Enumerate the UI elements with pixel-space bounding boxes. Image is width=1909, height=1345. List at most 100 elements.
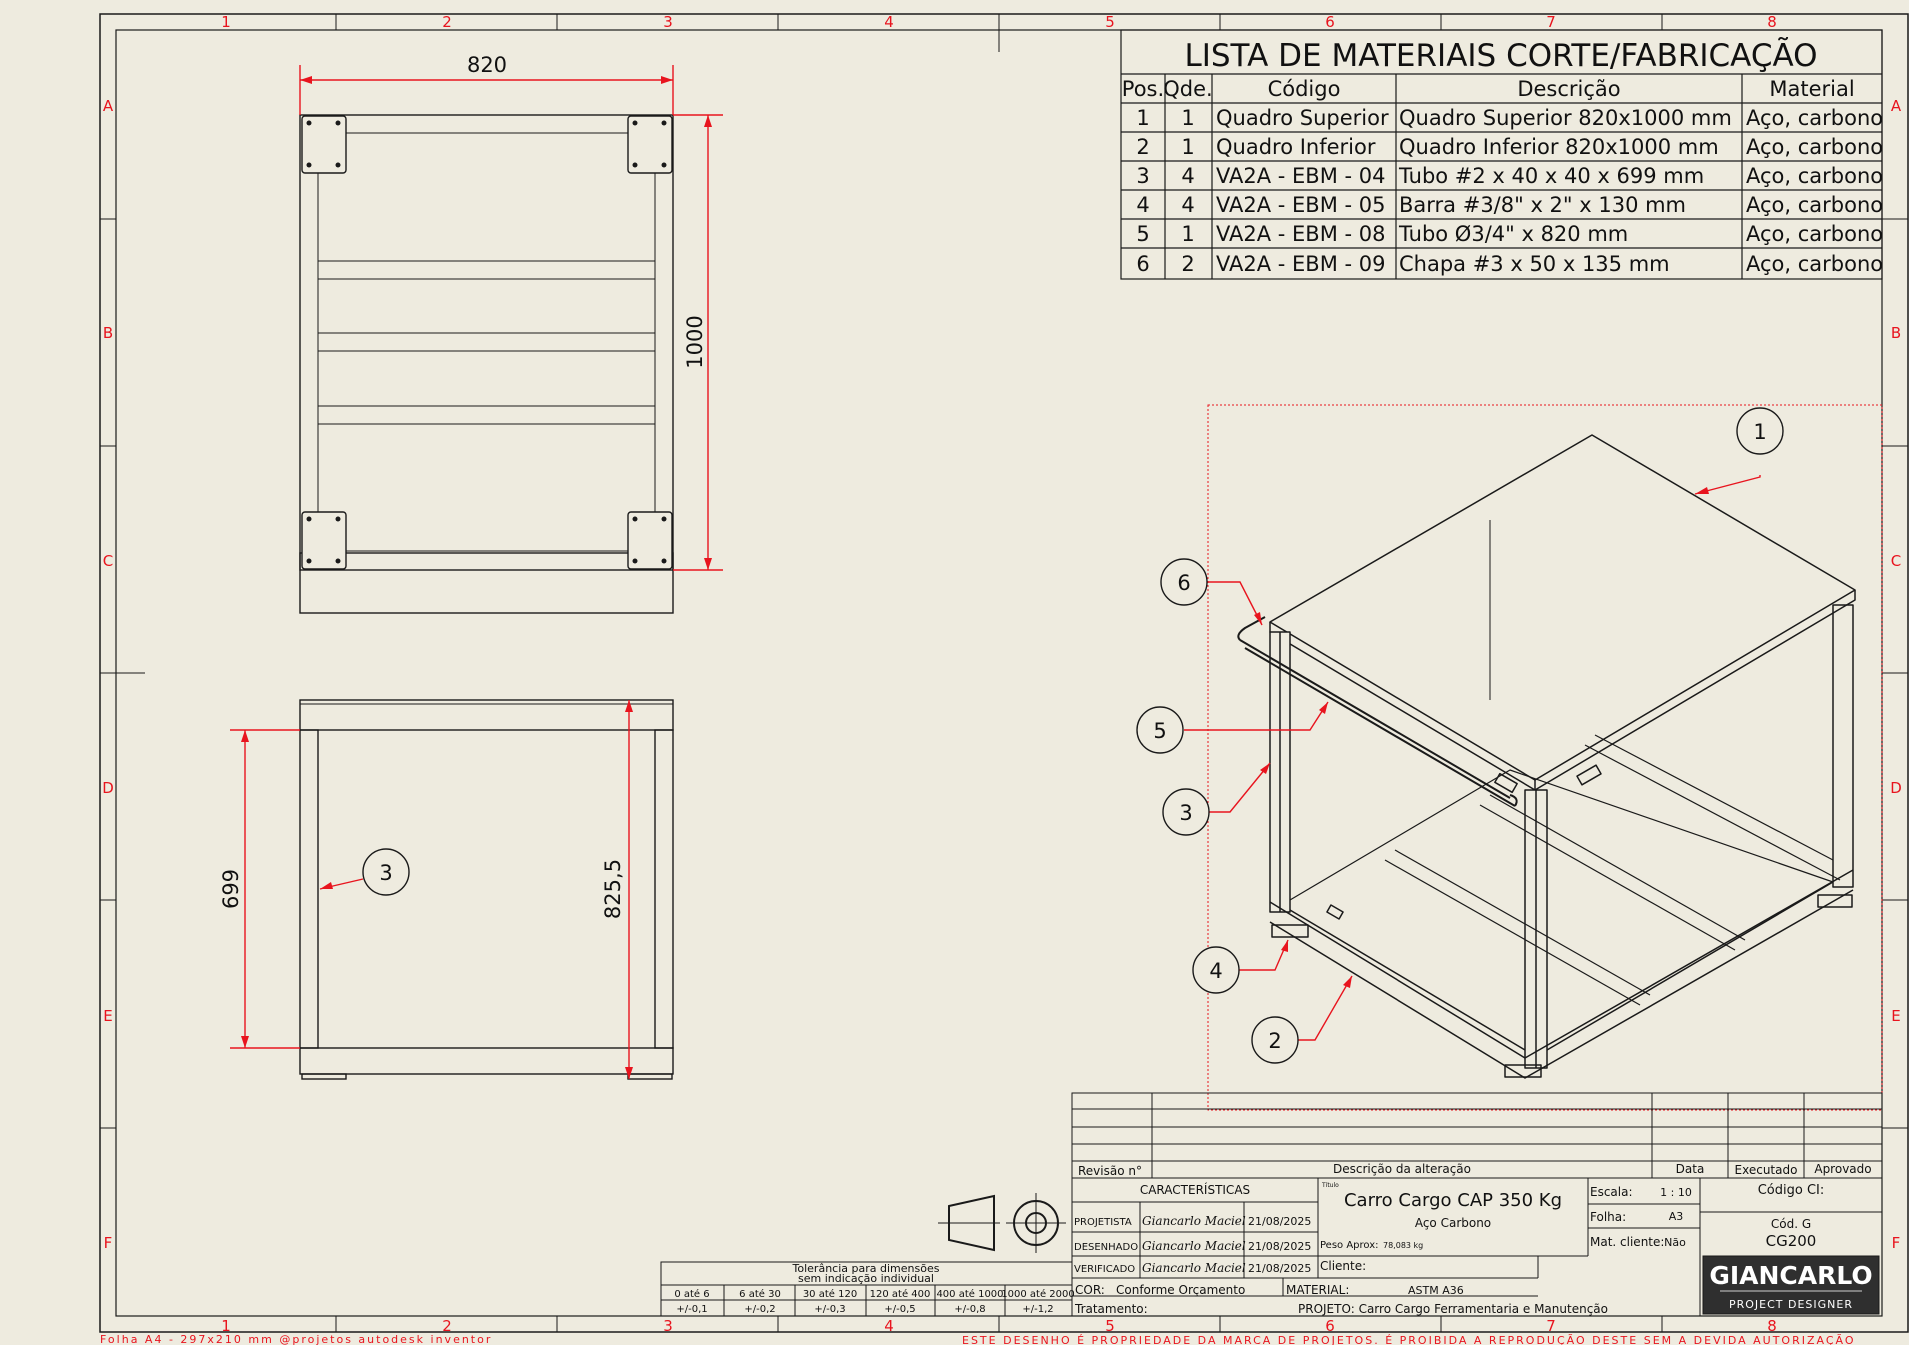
bom-cell: Quadro Superior: [1216, 106, 1389, 130]
col-label-top: 6: [1325, 13, 1335, 31]
row-label-right: D: [1890, 779, 1902, 797]
svg-text:6: 6: [1177, 571, 1190, 595]
drawing-title: Carro Cargo CAP 350 Kg: [1344, 1190, 1562, 1211]
bom-header-desc: Descrição: [1517, 77, 1620, 101]
iso-view-boundary: [1207, 404, 1883, 1111]
col-label-bottom: 5: [1105, 1317, 1115, 1335]
bom-cell: 4: [1136, 193, 1149, 217]
revision-appr-label: Aprovado: [1814, 1162, 1871, 1176]
mat-cliente-label: Mat. cliente:: [1590, 1235, 1664, 1249]
bom-cell: Chapa #3 x 50 x 135 mm: [1399, 252, 1670, 276]
iso-balloons: 1 6 5 3 4 2: [1136, 407, 1784, 1064]
tolerance-title-2: sem indicação individual: [798, 1272, 934, 1285]
logo-sub-text: PROJECT DESIGNER: [1729, 1298, 1853, 1311]
tolerance-range: 6 até 30: [739, 1288, 781, 1300]
bom-cell: Quadro Superior 820x1000 mm: [1399, 106, 1732, 130]
bom-header-material: Material: [1769, 77, 1854, 101]
front-view-dimensions: [230, 700, 633, 1079]
folha-value: A3: [1669, 1210, 1684, 1223]
row-label-right: E: [1891, 1007, 1900, 1025]
tolerance-range: 400 até 1000: [936, 1288, 1003, 1300]
cod-g-label: Cód. G: [1771, 1217, 1811, 1231]
bom-cell: Barra #3/8" x 2" x 130 mm: [1399, 193, 1686, 217]
balloon-6: 6: [1160, 558, 1208, 606]
front-view: [299, 699, 674, 1080]
tolerance-value: +/-1,2: [1022, 1304, 1053, 1315]
verificado-label: VERIFICADO: [1074, 1264, 1135, 1275]
peso-value: 78,083 kg: [1383, 1241, 1423, 1250]
cliente-label: Cliente:: [1320, 1259, 1366, 1273]
desenhado-date: 21/08/2025: [1248, 1240, 1311, 1253]
material-value: ASTM A36: [1408, 1284, 1464, 1297]
col-label-bottom: 3: [663, 1317, 673, 1335]
projeto-label: PROJETO: Carro Cargo Ferramentaria e Man…: [1298, 1302, 1608, 1316]
mat-cliente-value: Não: [1664, 1236, 1686, 1249]
bom-title: LISTA DE MATERIAIS CORTE/FABRICAÇÃO: [1184, 38, 1817, 74]
balloon-3: 3: [1162, 788, 1210, 836]
bom-cell: VA2A - EBM - 04: [1216, 164, 1386, 188]
codigo-ci-label: Código CI:: [1758, 1183, 1825, 1198]
bom-cell: 2: [1136, 135, 1149, 159]
col-label-top: 7: [1546, 13, 1556, 31]
verificado-signature: Giancarlo Maciel: [1142, 1261, 1246, 1275]
footer-left-note: Folha A4 - 297x210 mm @projetos autodesk…: [100, 1333, 492, 1345]
bom-cell: VA2A - EBM - 08: [1216, 222, 1386, 246]
escala-label: Escala:: [1590, 1185, 1633, 1199]
tolerance-value: +/-0,8: [954, 1304, 985, 1315]
col-label-top: 2: [442, 13, 452, 31]
top-view-dimensions: [299, 65, 723, 571]
footer-right-note: ESTE DESENHO É PROPRIEDADE DA MARCA DE P…: [962, 1334, 1856, 1345]
col-label-bottom: 6: [1325, 1317, 1335, 1335]
tolerance-range: 30 até 120: [803, 1288, 857, 1300]
bom-header-pos: Pos.: [1122, 77, 1164, 101]
row-label-right: F: [1892, 1234, 1901, 1252]
col-label-bottom: 4: [884, 1317, 894, 1335]
row-label-left: B: [103, 324, 113, 342]
tolerance-value: +/-0,5: [884, 1304, 915, 1315]
top-view-bolt-holes: [306, 120, 667, 564]
title-block: CARACTERÍSTICAS PROJETISTA DESENHADO VER…: [1071, 1177, 1883, 1317]
row-label-right: C: [1891, 552, 1901, 570]
drawing-subtitle: Aço Carbono: [1415, 1216, 1491, 1230]
cod-g-value: CG200: [1766, 1232, 1817, 1250]
row-label-left: D: [102, 779, 114, 797]
col-label-top: 5: [1105, 13, 1115, 31]
row-label-right: A: [1891, 97, 1902, 115]
col-label-bottom: 1: [221, 1317, 231, 1335]
characteristics-label: CARACTERÍSTICAS: [1140, 1182, 1250, 1197]
bom-cell: Tubo Ø3/4" x 820 mm: [1398, 222, 1628, 246]
col-label-top: 1: [221, 13, 231, 31]
bom-cell: 6: [1136, 252, 1149, 276]
bill-of-materials-table: LISTA DE MATERIAIS CORTE/FABRICAÇÃO Pos.…: [1120, 29, 1883, 280]
bom-cell: 5: [1136, 222, 1149, 246]
tratamento-label: Tratamento:: [1074, 1302, 1148, 1316]
bom-cell: Aço, carbono: [1746, 164, 1883, 188]
revision-exec-label: Executado: [1735, 1163, 1798, 1177]
balloon-4: 4: [1192, 946, 1240, 994]
bom-cell: 4: [1181, 164, 1194, 188]
svg-text:5: 5: [1153, 719, 1166, 743]
balloon-arrowheads: [1254, 487, 1709, 988]
row-label-left: E: [103, 1007, 112, 1025]
svg-text:3: 3: [1179, 801, 1192, 825]
svg-text:2: 2: [1268, 1029, 1281, 1053]
balloon-1: 1: [1736, 407, 1784, 455]
tolerance-value: +/-0,3: [814, 1304, 845, 1315]
tolerance-title-1: Tolerância para dimensões: [792, 1262, 940, 1275]
bom-cell: Quadro Inferior: [1216, 135, 1376, 159]
bom-cell: 2: [1181, 252, 1194, 276]
revision-desc-label: Descrição da alteração: [1333, 1162, 1471, 1176]
projetista-label: PROJETISTA: [1074, 1217, 1132, 1228]
col-label-bottom: 8: [1767, 1317, 1777, 1335]
bom-header-qty: Qde.: [1163, 77, 1212, 101]
row-label-right: B: [1891, 324, 1901, 342]
bom-cell: 1: [1181, 222, 1194, 246]
bom-cell: Tubo #2 x 40 x 40 x 699 mm: [1398, 164, 1704, 188]
bom-header-code: Código: [1268, 77, 1341, 101]
escala-value: 1 : 10: [1660, 1186, 1692, 1199]
bom-cell: 4: [1181, 193, 1194, 217]
dim-top-depth: 1000: [683, 315, 707, 368]
bom-cell: Quadro Inferior 820x1000 mm: [1399, 135, 1719, 159]
folha-label: Folha:: [1590, 1210, 1626, 1224]
